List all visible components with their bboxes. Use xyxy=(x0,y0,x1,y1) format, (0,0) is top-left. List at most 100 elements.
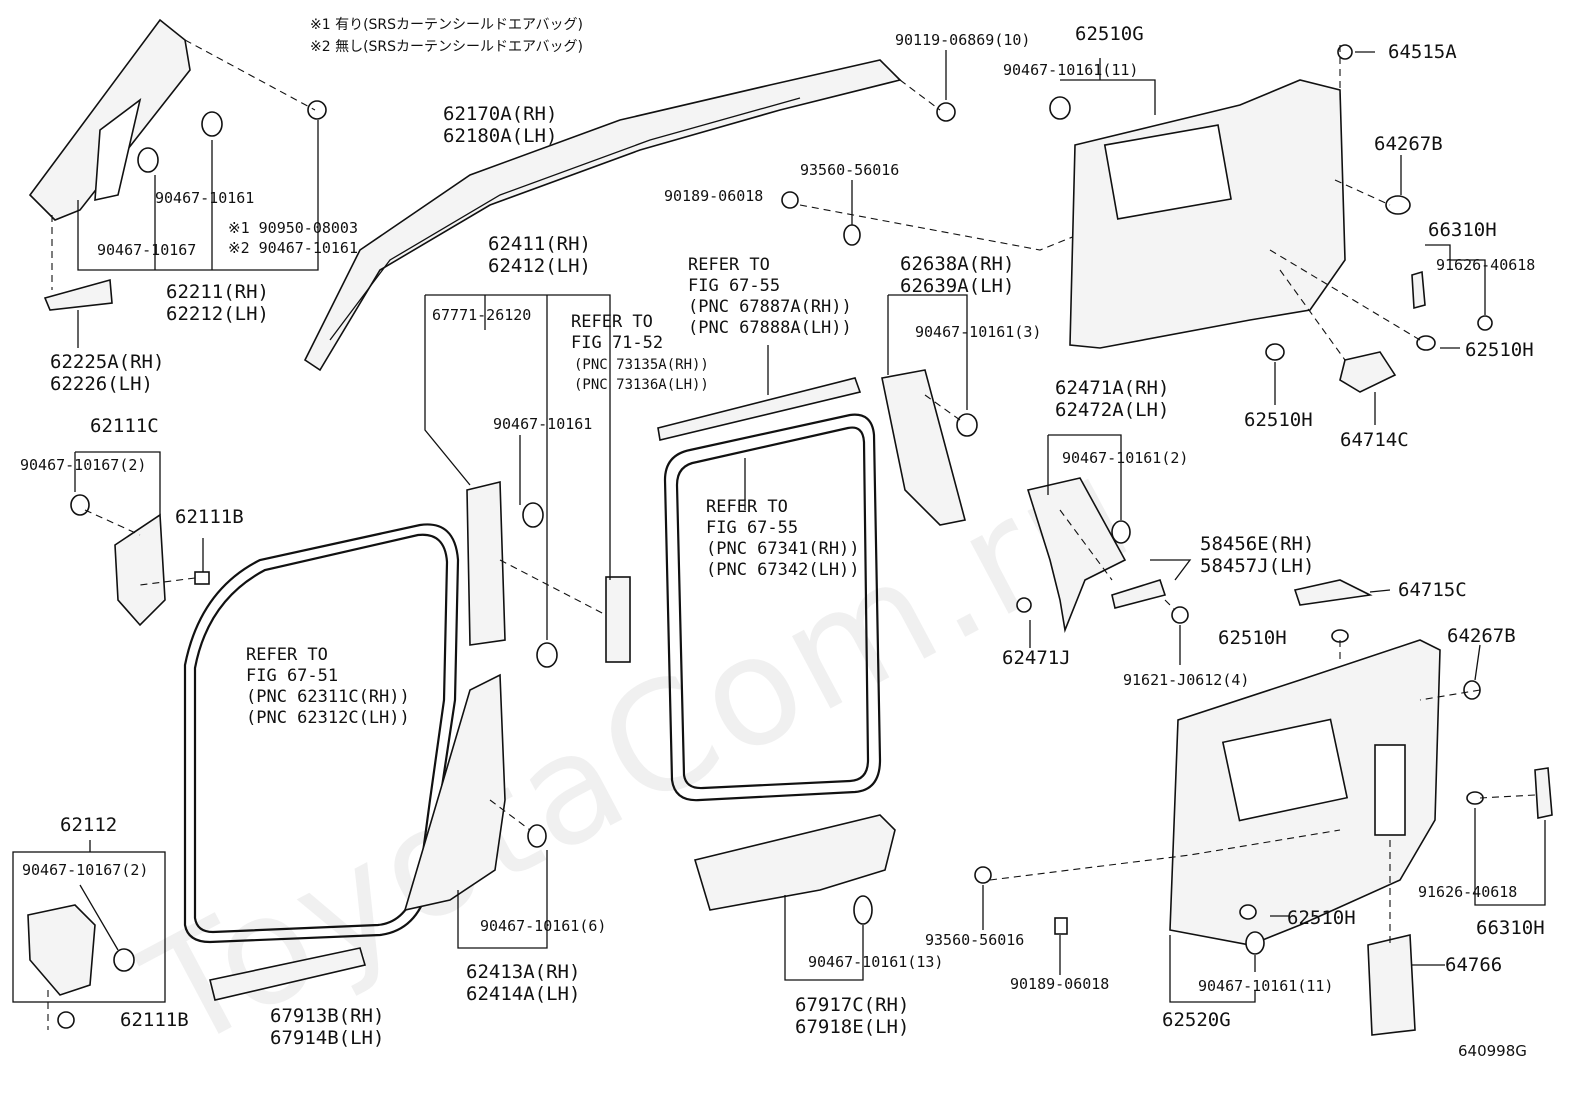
label-62639a: 62639A(LH) xyxy=(900,275,1015,297)
label-90189-06018-a: 90189-06018 xyxy=(664,187,764,205)
label-90467-10167-2b: 90467-10167(2) xyxy=(22,861,149,879)
label-90467-10161-3: 90467-10161(3) xyxy=(915,323,1042,341)
quarter-trim-upper xyxy=(1049,44,1493,425)
label-93560-56016-b: 93560-56016 xyxy=(925,931,1025,949)
b-pillar-lower xyxy=(403,673,548,949)
label-62638a: 62638A(RH) xyxy=(900,253,1015,275)
label-90467-10161-11a: 90467-10161(11) xyxy=(1003,61,1139,79)
label-62225a: 62225A(RH) xyxy=(50,351,165,373)
ref-fig-67-55a-line2: FIG 67-55 xyxy=(688,276,781,296)
label-62111b-a: 62111B xyxy=(175,506,244,528)
label-67914b: 67914B(LH) xyxy=(270,1027,385,1049)
label-90467-10161-11b: 90467-10161(11) xyxy=(1198,977,1334,995)
label-62212: 62212(LH) xyxy=(166,303,269,325)
label-62414a: 62414A(LH) xyxy=(466,983,581,1005)
ref-fig-67-55b-line2: FIG 67-55 xyxy=(706,518,799,538)
clip-90189 xyxy=(781,191,799,209)
label-62520g: 62520G xyxy=(1162,1009,1231,1031)
label-62411: 62411(RH) xyxy=(488,233,591,255)
note-1: ※1 有り(SRSカーテンシールドエアバッグ) xyxy=(310,17,583,33)
cover-64766 xyxy=(1367,933,1416,1036)
ref-fig-67-51-line1: REFER TO xyxy=(246,645,328,665)
label-67771-26120: 67771-26120 xyxy=(432,306,532,324)
label-62471j: 62471J xyxy=(1002,647,1071,669)
ref-fig-67-55b-line3: (PNC 67341(RH)) xyxy=(706,539,860,559)
label-90467-10161-a: 90467-10161 xyxy=(155,189,255,207)
bracket-64715c xyxy=(1293,579,1373,606)
label-62180a: 62180A(LH) xyxy=(443,125,558,147)
label-64515a: 64515A xyxy=(1388,41,1457,63)
b-pillar-upper xyxy=(424,294,631,668)
ref-fig-67-55a-line1: REFER TO xyxy=(688,255,770,275)
ref-fig-67-55a-line4: (PNC 67888A(LH)) xyxy=(688,318,852,338)
label-90467-10167-a: 90467-10167 xyxy=(97,241,197,259)
label-62211: 62211(RH) xyxy=(166,281,269,303)
label-62510g: 62510G xyxy=(1075,23,1144,45)
label-67918e: 67918E(LH) xyxy=(795,1016,910,1038)
label-67913b: 67913B(RH) xyxy=(270,1005,385,1027)
clip-62225a xyxy=(43,278,113,311)
scuff-plate-67913b xyxy=(209,947,367,1001)
ref-fig-67-55a-line3: (PNC 67887A(RH)) xyxy=(688,297,852,317)
rear-door-weatherstrip xyxy=(657,345,882,802)
label-90950-08003: ※1 90950-08003 xyxy=(228,219,358,237)
label-90467-10161-2: 90467-10161(2) xyxy=(1062,449,1189,467)
ref-fig-67-51-line2: FIG 67-51 xyxy=(246,666,339,686)
label-64267b-a: 64267B xyxy=(1374,133,1443,155)
label-62170a: 62170A(RH) xyxy=(443,103,558,125)
note-2: ※2 無し(SRSカーテンシールドエアバッグ) xyxy=(310,39,583,55)
ref-fig-71-52-line1: REFER TO xyxy=(571,312,653,332)
quarter-trim-lower xyxy=(974,579,1553,1036)
label-90189-06018-b: 90189-06018 xyxy=(1010,975,1110,993)
label-62471a: 62471A(RH) xyxy=(1055,377,1170,399)
clips-a-pillar xyxy=(137,100,327,173)
c-pillar-62638a xyxy=(881,294,978,526)
ref-fig-71-52-line3: (PNC 73135A(RH)) xyxy=(574,357,709,373)
ref-fig-71-52-line2: FIG 71-52 xyxy=(571,333,664,353)
label-64766: 64766 xyxy=(1445,954,1503,976)
ref-fig-71-52-line4: (PNC 73136A(LH)) xyxy=(574,377,709,393)
label-62472a: 62472A(LH) xyxy=(1055,399,1170,421)
label-58457j: 58457J(LH) xyxy=(1200,555,1315,577)
label-91621-j0612: 91621-J0612(4) xyxy=(1123,671,1250,689)
d-pillar-62471a xyxy=(1016,434,1192,665)
ref-fig-67-55b-line4: (PNC 67342(LH)) xyxy=(706,560,860,580)
step-panel-67917c xyxy=(693,814,896,981)
label-90467-10161-13: 90467-10161(13) xyxy=(808,953,944,971)
label-62413a: 62413A(RH) xyxy=(466,961,581,983)
ref-fig-67-51-line3: (PNC 62311C(RH)) xyxy=(246,687,410,707)
label-66310h-a: 66310H xyxy=(1428,219,1497,241)
bracket-66310h xyxy=(1411,270,1426,310)
roof-strip xyxy=(657,377,862,441)
label-90467-10161-note2: ※2 90467-10161 xyxy=(228,239,358,257)
label-62111b-b: 62111B xyxy=(120,1009,189,1031)
cover-64714c xyxy=(1339,351,1397,393)
clip-90119 xyxy=(936,102,956,122)
label-90467-10161-6: 90467-10161(6) xyxy=(480,917,607,935)
label-90467-10167-2a: 90467-10167(2) xyxy=(20,456,147,474)
label-62226: 62226(LH) xyxy=(50,373,153,395)
label-64715c: 64715C xyxy=(1398,579,1467,601)
label-90467-10161-b: 90467-10161 xyxy=(493,415,593,433)
ref-fig-67-55b-line1: REFER TO xyxy=(706,497,788,517)
clip-93560 xyxy=(843,224,861,246)
label-66310h-b: 66310H xyxy=(1476,917,1545,939)
front-door-weatherstrip xyxy=(183,523,460,944)
label-62510h-b: 62510H xyxy=(1244,409,1313,431)
label-58456e: 58456E(RH) xyxy=(1200,533,1315,555)
kick-panel-62111c xyxy=(70,451,210,627)
label-91626-40618-b: 91626-40618 xyxy=(1418,883,1518,901)
label-62510h-c: 62510H xyxy=(1218,627,1287,649)
label-90119-06869: 90119-06869(10) xyxy=(895,31,1031,49)
label-62111c: 62111C xyxy=(90,415,159,437)
label-62412: 62412(LH) xyxy=(488,255,591,277)
bracket-58456e xyxy=(1111,579,1167,609)
label-62510h-d: 62510H xyxy=(1287,907,1356,929)
a-pillar-garnish xyxy=(28,18,191,221)
figure-code: 640998G xyxy=(1458,1042,1527,1060)
label-64714c: 64714C xyxy=(1340,429,1409,451)
ref-fig-67-51-line4: (PNC 62312C(LH)) xyxy=(246,708,410,728)
label-91626-40618-a: 91626-40618 xyxy=(1436,256,1536,274)
